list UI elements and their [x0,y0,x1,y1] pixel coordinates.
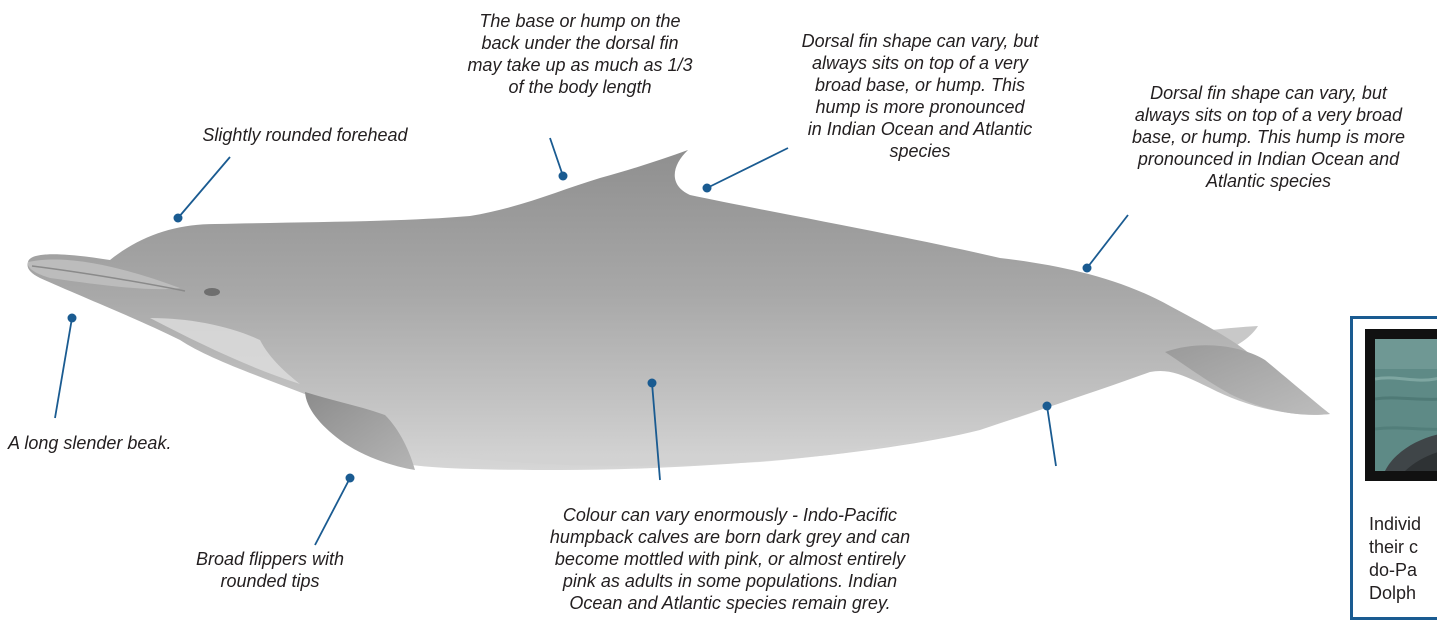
fluke-near [1165,345,1330,415]
eye [204,288,220,296]
leader-flippers [315,478,350,545]
leader-hump [550,138,563,176]
photo-frame [1365,329,1437,481]
dolphin-body [28,150,1331,470]
dot-hump [559,172,568,181]
dot-flippers [346,474,355,483]
leader-dorsal-2 [1087,215,1128,268]
dot-dorsal-1 [703,184,712,193]
photo-caption: Individ their c do-Pa Dolph [1369,513,1437,605]
callout-beak: A long slender beak. [8,432,228,454]
dot-colour [648,379,657,388]
callout-dorsal-fin-1: Dorsal fin shape can vary, but always si… [770,30,1070,162]
dot-belly [1043,402,1052,411]
dolphin-photo [1375,339,1437,471]
callout-hump-base: The base or hump on the back under the d… [440,10,720,98]
callout-forehead: Slightly rounded forehead [170,124,440,146]
callout-dorsal-fin-2: Dorsal fin shape can vary, but always si… [1100,82,1437,192]
dot-forehead [174,214,183,223]
photo-inset: Individ their c do-Pa Dolph [1350,316,1437,620]
dot-beak [68,314,77,323]
leader-beak [55,318,72,418]
dot-dorsal-2 [1083,264,1092,273]
callout-colour: Colour can vary enormously - Indo-Pacifi… [520,504,940,614]
leader-forehead [178,157,230,218]
callout-flippers: Broad flippers with rounded tips [160,548,380,592]
leader-belly [1047,406,1056,466]
